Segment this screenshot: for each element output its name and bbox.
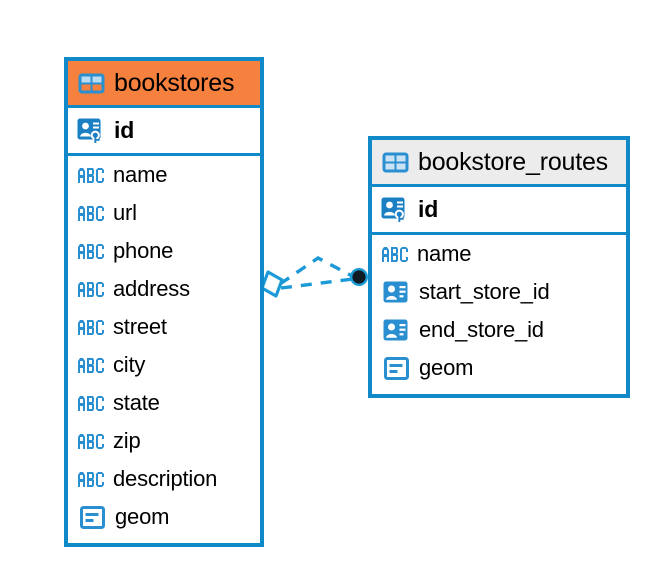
field-row-routes-geom[interactable]: geom [372, 349, 626, 387]
relationship-target-circle-icon [350, 268, 368, 286]
entity-bookstores[interactable]: bookstores id [64, 57, 264, 547]
foreign-key-icon [382, 316, 410, 344]
field-label-geom: geom [115, 504, 170, 529]
field-row-street[interactable]: street [68, 308, 260, 346]
field-label-routes-id: id [418, 196, 439, 222]
field-row-start-store-id[interactable]: start_store_id [372, 273, 626, 311]
field-row-end-store-id[interactable]: end_store_id [372, 311, 626, 349]
abc-text-icon [78, 203, 104, 223]
entity-title-bookstores: bookstores [114, 68, 235, 97]
abc-text-icon [78, 279, 104, 299]
geometry-icon [382, 354, 410, 382]
relationship-source-diamond-icon [260, 270, 284, 298]
field-label-state: state [113, 390, 160, 415]
foreign-key-icon [382, 278, 410, 306]
field-row-city[interactable]: city [68, 346, 260, 384]
field-label-id: id [114, 117, 135, 143]
field-label-routes-name: name [417, 241, 472, 266]
abc-text-icon [78, 431, 104, 451]
field-label-name: name [113, 162, 168, 187]
field-row-description[interactable]: description [68, 460, 260, 498]
field-row-name[interactable]: name [68, 156, 260, 194]
field-row-id[interactable]: id [68, 108, 260, 156]
field-label-address: address [113, 276, 190, 301]
field-label-url: url [113, 200, 137, 225]
entity-bookstore-routes[interactable]: bookstore_routes id [368, 136, 630, 398]
abc-text-icon [78, 469, 104, 489]
field-label-zip: zip [113, 428, 141, 453]
field-row-routes-id[interactable]: id [372, 187, 626, 235]
field-label-end-store-id: end_store_id [419, 317, 544, 342]
entity-header-bookstores[interactable]: bookstores [68, 61, 260, 108]
primary-key-icon [77, 117, 105, 145]
primary-key-icon [381, 196, 409, 224]
abc-text-icon [78, 393, 104, 413]
table-icon [381, 148, 409, 176]
relationship-line-lower [280, 277, 354, 290]
field-row-phone[interactable]: phone [68, 232, 260, 270]
field-row-state[interactable]: state [68, 384, 260, 422]
field-label-description: description [113, 466, 218, 491]
field-label-street: street [113, 314, 167, 339]
field-row-zip[interactable]: zip [68, 422, 260, 460]
field-label-start-store-id: start_store_id [419, 279, 550, 304]
field-label-routes-geom: geom [419, 355, 474, 380]
field-row-geom[interactable]: geom [68, 498, 260, 536]
geometry-icon [78, 503, 106, 531]
field-label-city: city [113, 352, 146, 377]
field-row-address[interactable]: address [68, 270, 260, 308]
table-icon [77, 69, 105, 97]
abc-text-icon [78, 355, 104, 375]
abc-text-icon [78, 165, 104, 185]
abc-text-icon [78, 241, 104, 261]
entity-header-bookstore-routes[interactable]: bookstore_routes [372, 140, 626, 187]
relationship-line-upper [279, 256, 355, 286]
field-label-phone: phone [113, 238, 174, 263]
field-row-url[interactable]: url [68, 194, 260, 232]
field-row-routes-name[interactable]: name [372, 235, 626, 273]
abc-text-icon [382, 244, 408, 264]
entity-title-bookstore-routes: bookstore_routes [418, 147, 608, 176]
abc-text-icon [78, 317, 104, 337]
